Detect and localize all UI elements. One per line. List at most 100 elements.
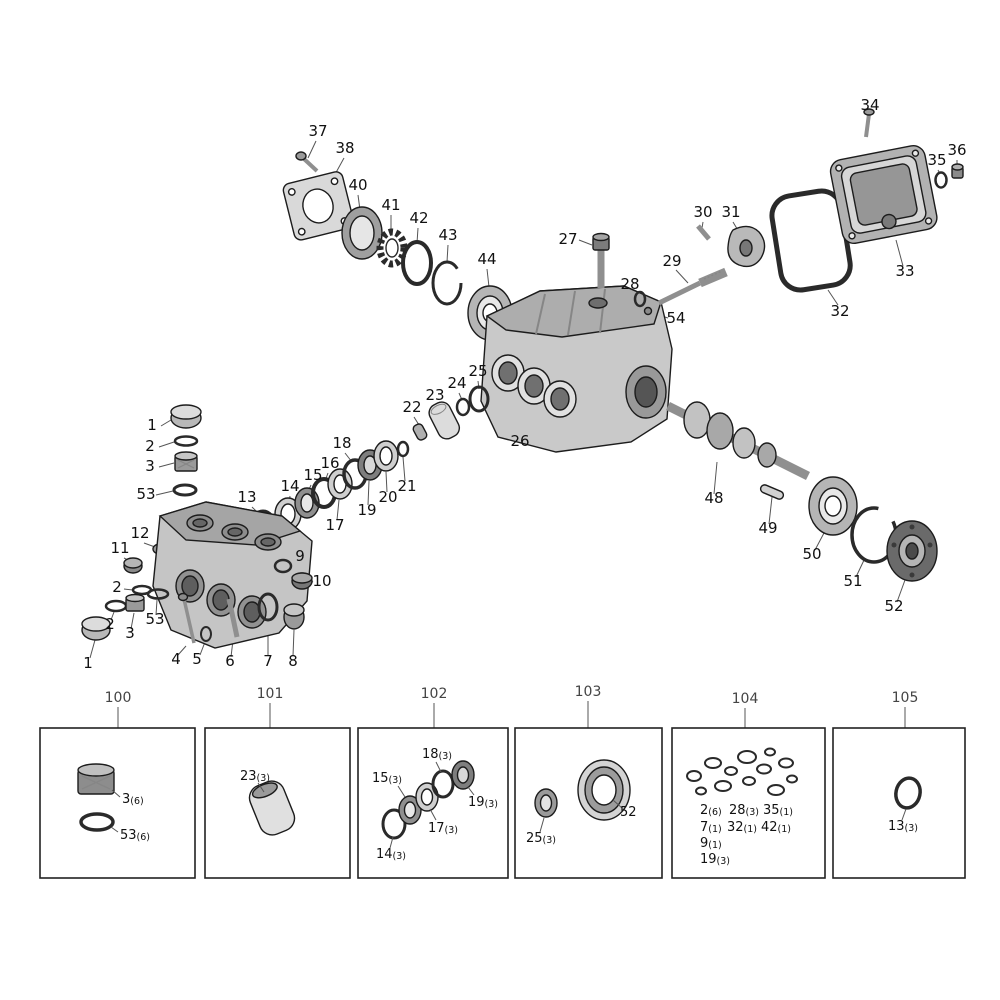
callout-19: 19 <box>357 501 376 519</box>
part-22-pin <box>412 423 428 441</box>
part-29-shaft <box>657 267 728 306</box>
kit-101-item-23: 23(3) <box>240 769 270 784</box>
callout-7: 7 <box>263 652 273 670</box>
callout-40: 40 <box>348 176 367 194</box>
part-3-valve-lower <box>125 593 145 612</box>
kit-103-number: 103 <box>575 684 602 700</box>
callout-53-lower: 53 <box>145 610 164 628</box>
parts <box>81 108 964 649</box>
callout-38: 38 <box>335 139 354 157</box>
part-10-plug <box>291 572 313 590</box>
part-3-valve-upper <box>174 451 198 472</box>
callout-36: 36 <box>947 141 966 159</box>
callout-48: 48 <box>704 489 723 507</box>
part-41-star-washer <box>376 228 408 268</box>
callout-25: 25 <box>468 362 487 380</box>
kit-100-contents: 3(6) 53(6) <box>77 763 150 843</box>
callout-33: 33 <box>895 262 914 280</box>
callout-30: 30 <box>693 203 712 221</box>
kit-104-item-28: 28(3) <box>729 803 759 818</box>
part-34-screw <box>863 108 875 138</box>
part-5-washer <box>200 626 212 642</box>
part-1-cap-lower <box>81 616 111 641</box>
callout-13: 13 <box>237 488 256 506</box>
kit-100-item-3: 3(6) <box>122 792 144 807</box>
part-50-bearing <box>808 476 858 536</box>
callout-31: 31 <box>721 203 740 221</box>
part-7-oring <box>257 592 279 622</box>
callout-37: 37 <box>308 122 327 140</box>
callout-18: 18 <box>332 434 351 452</box>
callout-9: 9 <box>295 547 305 565</box>
kit-101-contents: 23(3) <box>240 769 296 836</box>
kit-103-item-25: 25(3) <box>526 831 556 846</box>
part-30-pin <box>696 224 711 241</box>
kit-101-number: 101 <box>257 686 284 702</box>
kit-104-item-7: 7(1) <box>700 820 722 835</box>
kit-102-item-18: 18(3) <box>422 747 452 762</box>
callout-2-upper: 2 <box>145 437 155 455</box>
callout-8: 8 <box>288 652 298 670</box>
callout-41: 41 <box>381 196 400 214</box>
callout-28: 28 <box>620 275 639 293</box>
callout-51: 51 <box>843 572 862 590</box>
kit-100-item-53: 53(6) <box>120 828 150 843</box>
kit-102-item-15: 15(3) <box>372 771 402 786</box>
part-24-ring <box>455 397 471 417</box>
callout-52: 52 <box>884 597 903 615</box>
part-4-bolt <box>177 592 196 644</box>
part-54-fitting <box>643 306 653 316</box>
callout-15: 15 <box>303 466 322 484</box>
callout-5: 5 <box>192 650 202 668</box>
part-23-plunger <box>428 401 461 440</box>
callout-23: 23 <box>425 386 444 404</box>
callout-22: 22 <box>402 398 421 416</box>
part-1-cap-upper <box>170 404 202 429</box>
part-40-seal <box>341 206 383 260</box>
callout-10: 10 <box>312 572 331 590</box>
kit-105-number: 105 <box>892 690 919 706</box>
callout-4: 4 <box>171 650 181 668</box>
kit-102-item-19: 19(3) <box>468 795 498 810</box>
kit-105-contents: 13(3) <box>888 776 922 834</box>
callout-2-mid: 2 <box>112 578 122 596</box>
part-38-flange-plate <box>282 171 355 241</box>
part-2-oring-upper <box>173 435 199 447</box>
part-27-plug <box>592 232 610 288</box>
kit-104-item-19: 19(3) <box>700 852 730 867</box>
kit-boxes: 100 101 102 103 104 105 3(6) 53(6) <box>39 684 966 879</box>
part-manifold-head <box>152 501 313 649</box>
part-11-cap <box>123 557 143 574</box>
part-25-ring <box>468 385 490 413</box>
part-31-yoke <box>727 225 766 268</box>
callout-24: 24 <box>447 374 466 392</box>
callout-42: 42 <box>409 209 428 227</box>
callout-6: 6 <box>225 652 235 670</box>
kit-104-item-9: 9(1) <box>700 836 722 851</box>
part-8-plug <box>283 603 305 630</box>
part-42-oring <box>401 240 433 286</box>
part-2-oring-lower <box>104 599 128 613</box>
callout-11: 11 <box>110 539 129 557</box>
callout-27: 27 <box>558 230 577 248</box>
kit-104-item-42: 42(1) <box>761 820 791 835</box>
part-35-washer <box>934 171 948 189</box>
part-53-oring-lower <box>146 588 170 600</box>
part-43-snap-ring <box>431 260 463 306</box>
callout-43: 43 <box>438 226 457 244</box>
kit-102-item-14: 14(3) <box>376 847 406 862</box>
kit-104-item-35: 35(1) <box>763 803 793 818</box>
part-21-oring <box>396 440 410 458</box>
part-37-screw <box>295 151 319 173</box>
callout-2-lower: 2 <box>105 615 115 633</box>
kit-104-number: 104 <box>732 691 759 707</box>
callout-26: 26 <box>510 432 529 450</box>
part-52-seal-flange <box>886 520 938 582</box>
kit-104-contents: 2(6) 28(3) 35(1) 7(1) 32(1) 42(1) 9(1) 1… <box>686 747 798 867</box>
callout-49: 49 <box>758 519 777 537</box>
kit-104-item-32: 32(1) <box>727 820 757 835</box>
callout-32: 32 <box>830 302 849 320</box>
part-20-washer <box>373 440 399 472</box>
